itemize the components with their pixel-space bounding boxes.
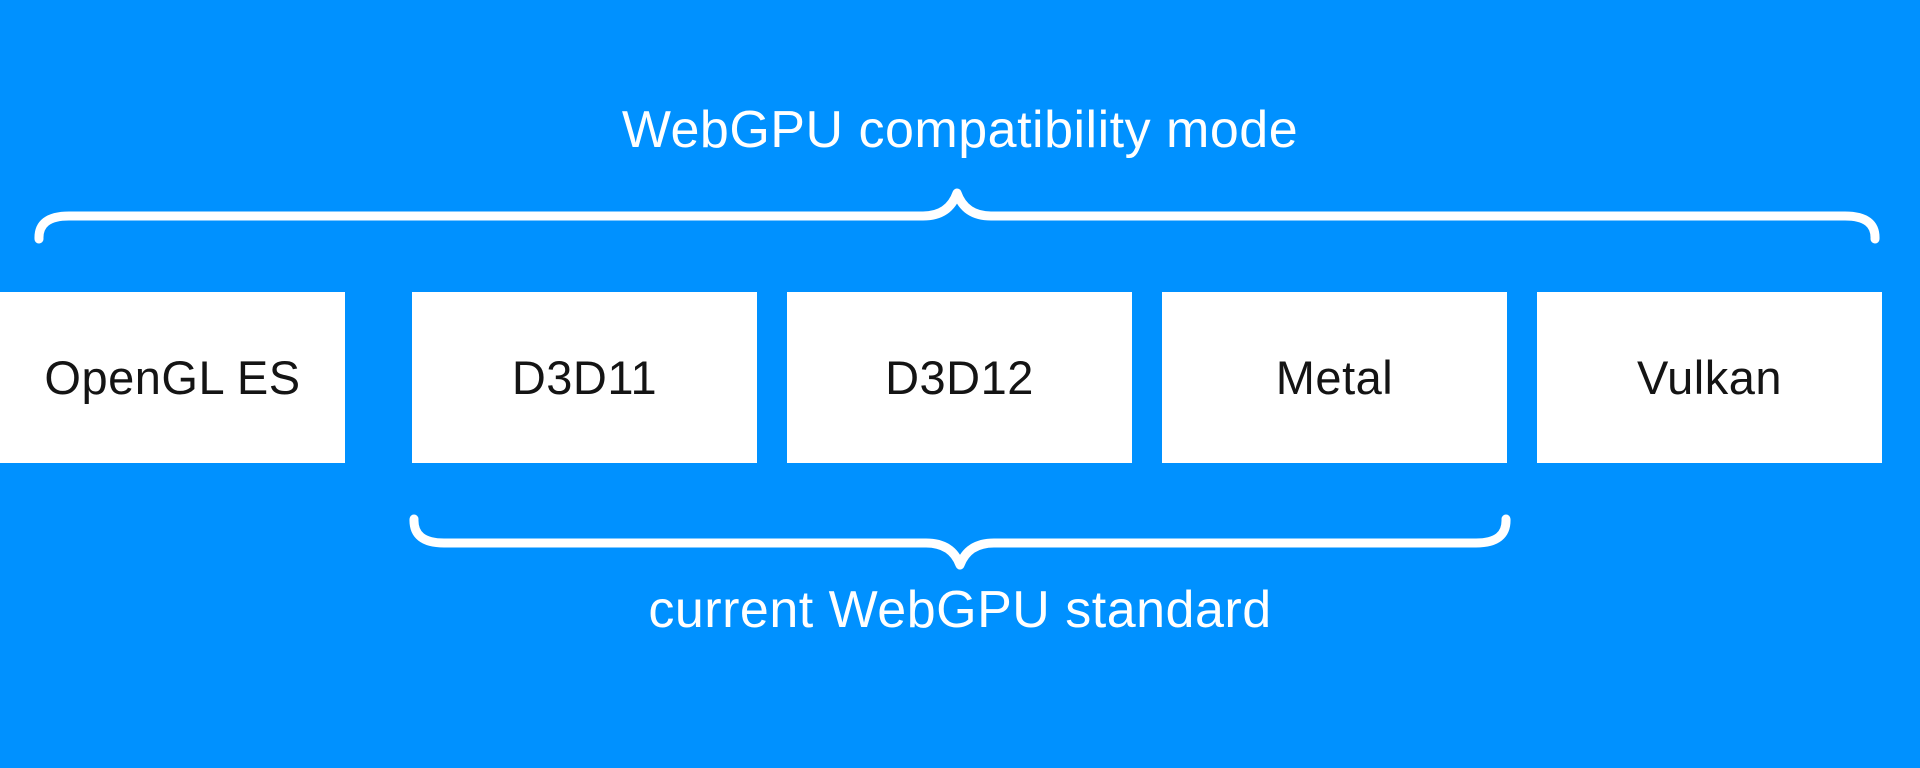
api-box-label: D3D11 <box>511 351 658 404</box>
bottom-caption: current WebGPU standard <box>648 581 1272 639</box>
top-caption: WebGPU compatibility mode <box>621 101 1299 159</box>
api-box-label: Vulkan <box>1637 351 1782 404</box>
api-box-label: Metal <box>1275 351 1394 404</box>
underbrace-graphic <box>409 514 1511 570</box>
api-box-opengl-es: OpenGL ES <box>0 292 345 463</box>
api-box-label: D3D12 <box>885 351 1034 404</box>
api-box-vulkan: Vulkan <box>1537 292 1882 463</box>
api-box-d3d11: D3D11 <box>412 292 757 463</box>
api-box-label: OpenGL ES <box>44 351 301 404</box>
api-box-metal: Metal <box>1162 292 1507 463</box>
overbrace-graphic <box>34 188 1880 244</box>
api-box-d3d12: D3D12 <box>787 292 1132 463</box>
